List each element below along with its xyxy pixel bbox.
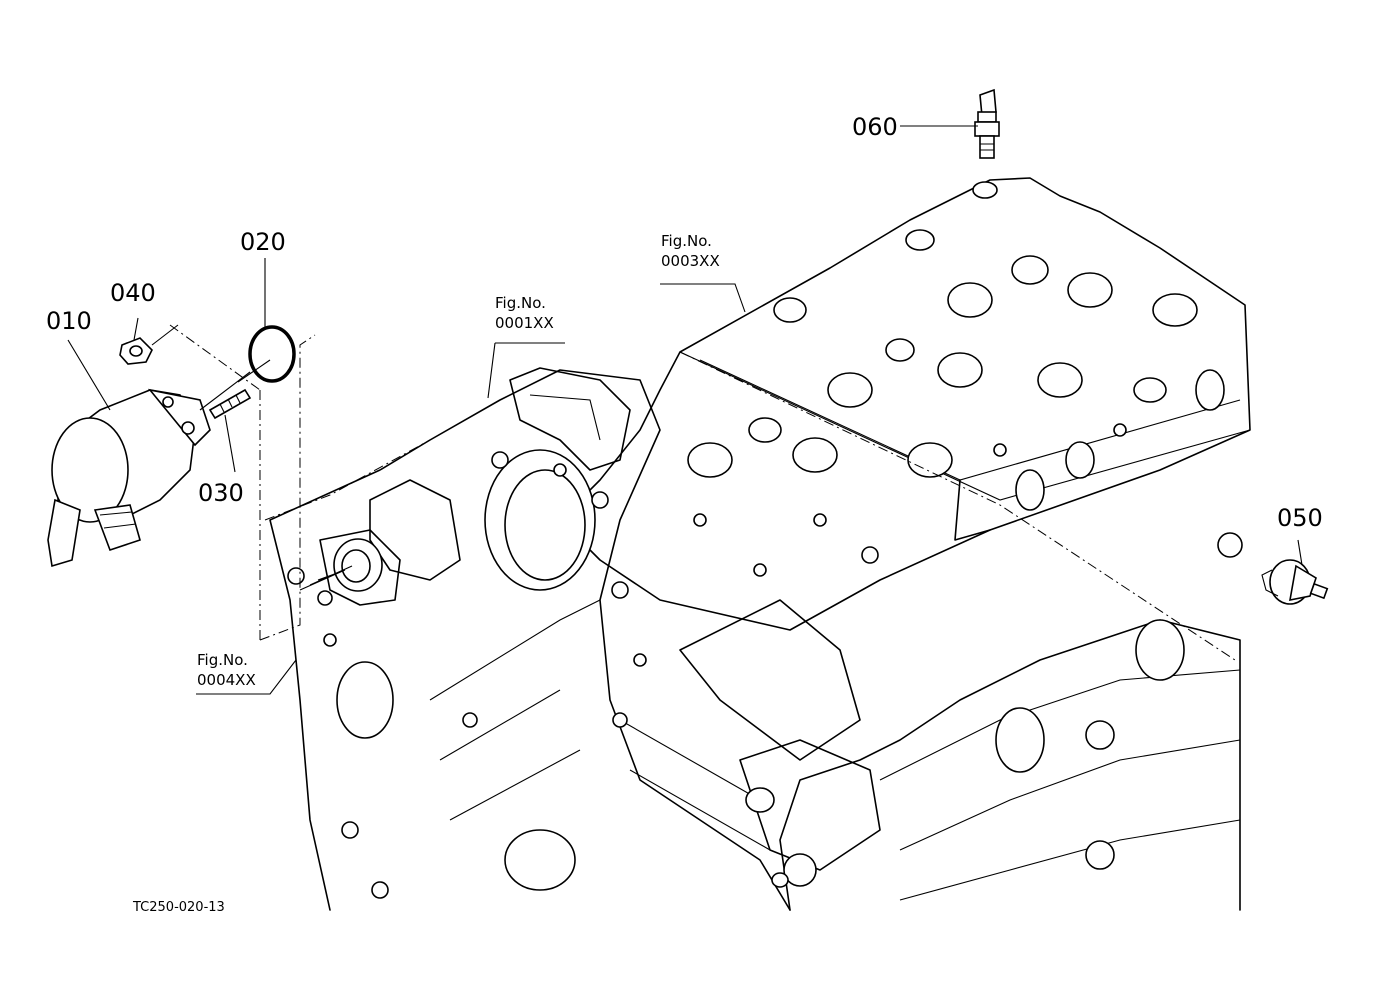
fig-ref-0004xx: Fig.No. 0004XX (197, 650, 256, 690)
part-label-040: 040 (110, 279, 156, 307)
fig-ref-caption: Fig.No. (197, 651, 248, 669)
block-bores (323, 449, 1185, 899)
part-label-030: 030 (198, 479, 244, 507)
solenoid-010 (47, 371, 251, 568)
cylinder-block-outline (269, 369, 1241, 911)
solenoid-mounting-boss (287, 529, 401, 606)
temperature-sensor-060 (974, 88, 1000, 159)
part-label-050: 050 (1277, 504, 1323, 532)
leader-lines (67, 125, 1303, 695)
oil-pressure-switch-050 (1261, 559, 1329, 605)
part-label-020: 020 (240, 228, 286, 256)
head-bores (687, 181, 1243, 577)
drawing-code: TC250-020-13 (133, 900, 225, 915)
fig-ref-number: 0003XX (661, 252, 720, 270)
nut-040 (119, 324, 179, 365)
fig-ref-0001xx: Fig.No. 0001XX (495, 293, 554, 333)
part-label-060: 060 (852, 113, 898, 141)
fig-ref-number: 0001XX (495, 314, 554, 332)
fig-ref-caption: Fig.No. (661, 232, 712, 250)
fig-ref-caption: Fig.No. (495, 294, 546, 312)
fig-ref-number: 0004XX (197, 671, 256, 689)
o-ring-020 (248, 325, 296, 383)
phantom-boundary-lines (169, 324, 1236, 661)
stud-030 (208, 359, 271, 420)
fig-ref-0003xx: Fig.No. 0003XX (661, 231, 720, 271)
part-label-010: 010 (46, 307, 92, 335)
